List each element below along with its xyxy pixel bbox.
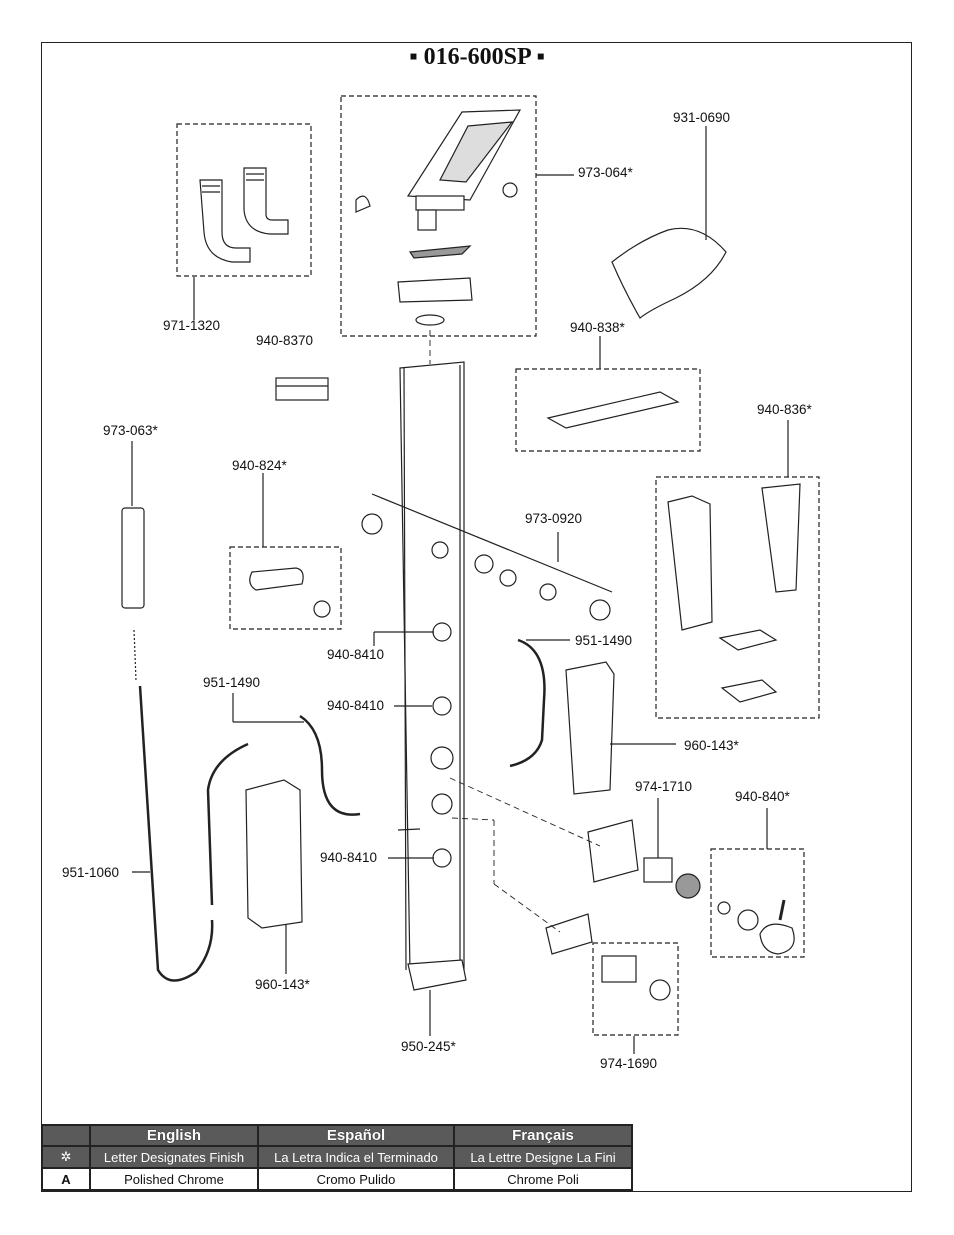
body-jet-3 bbox=[432, 848, 452, 868]
legend-header-row: English Español Français bbox=[41, 1124, 633, 1147]
label-940-824: 940-824* bbox=[232, 458, 287, 473]
legend-finish-row: A Polished Chrome Cromo Pulido Chrome Po… bbox=[41, 1167, 633, 1191]
legend-note-row: ✲ Letter Designates Finish La Letra Indi… bbox=[41, 1145, 633, 1169]
cover-left bbox=[245, 779, 303, 929]
label-940-840: 940-840* bbox=[735, 789, 790, 804]
finish-legend-table: English Español Français ✲ Letter Design… bbox=[41, 1124, 633, 1191]
label-940-836: 940-836* bbox=[757, 402, 812, 417]
body-jet-2 bbox=[432, 696, 452, 716]
valve-port-2 bbox=[431, 793, 453, 815]
box-974-1690 bbox=[592, 942, 679, 1036]
label-971-1320: 971-1320 bbox=[163, 318, 221, 333]
label-940-8410-b: 940-8410 bbox=[327, 698, 385, 713]
side-bracket-right bbox=[761, 483, 801, 593]
legend-header-french: Français bbox=[453, 1124, 633, 1147]
label-960-143-left: 960-143* bbox=[255, 977, 310, 992]
shower-column-panel bbox=[397, 361, 465, 973]
label-940-838: 940-838* bbox=[570, 320, 625, 335]
label-974-1690: 974-1690 bbox=[600, 1056, 658, 1071]
clip-upper bbox=[718, 629, 778, 651]
legend-note-symbol: ✲ bbox=[41, 1145, 91, 1169]
legend-note-spanish: La Letra Indica el Terminado bbox=[257, 1145, 455, 1169]
side-bracket-left bbox=[667, 495, 713, 631]
label-940-8370: 940-8370 bbox=[256, 333, 314, 348]
bracket-940-8370 bbox=[275, 377, 329, 401]
label-950-245: 950-245* bbox=[401, 1039, 456, 1054]
legend-finish-code: A bbox=[41, 1167, 91, 1191]
mounting-plate-940-838 bbox=[546, 391, 680, 429]
label-973-064: 973-064* bbox=[578, 165, 633, 180]
legend-header-blank bbox=[41, 1124, 91, 1147]
thermostatic-cartridge bbox=[601, 955, 637, 983]
escutcheon-974-1710 bbox=[587, 819, 639, 883]
legend-header-spanish: Español bbox=[257, 1124, 455, 1147]
bottom-cap bbox=[407, 959, 467, 991]
screw-kit-card bbox=[611, 227, 727, 319]
hand-shower bbox=[121, 507, 249, 982]
hand-shower-holder bbox=[249, 567, 304, 591]
legend-note-english: Letter Designates Finish bbox=[89, 1145, 259, 1169]
box-971-1320 bbox=[176, 123, 312, 277]
box-940-838 bbox=[515, 368, 701, 452]
box-940-840 bbox=[710, 848, 805, 958]
legend-finish-spanish: Cromo Pulido bbox=[257, 1167, 455, 1191]
legend-finish-english: Polished Chrome bbox=[89, 1167, 259, 1191]
label-940-8410-a: 940-8410 bbox=[327, 647, 385, 662]
box-973-064 bbox=[340, 95, 537, 337]
page-title: ▪ 016-600SP ▪ bbox=[409, 44, 545, 70]
cartridge-974-1710 bbox=[643, 857, 701, 899]
hose-right bbox=[509, 638, 546, 768]
box-940-836 bbox=[655, 476, 820, 719]
label-940-8410-c: 940-8410 bbox=[320, 850, 378, 865]
drawing-frame bbox=[41, 42, 912, 1192]
box-940-824 bbox=[229, 546, 342, 630]
label-960-143-right: 960-143* bbox=[684, 738, 739, 753]
lever-handle bbox=[759, 923, 795, 955]
legend-header-english: English bbox=[89, 1124, 259, 1147]
label-951-1490-left: 951-1490 bbox=[203, 675, 261, 690]
label-973-063: 973-063* bbox=[103, 423, 158, 438]
label-951-1490-right: 951-1490 bbox=[575, 633, 633, 648]
label-931-0690: 931-0690 bbox=[673, 110, 731, 125]
legend-finish-french: Chrome Poli bbox=[453, 1167, 633, 1191]
label-973-0920: 973-0920 bbox=[525, 511, 583, 526]
cover-right bbox=[565, 661, 615, 795]
label-951-1060: 951-1060 bbox=[62, 865, 120, 880]
legend-note-french: La Lettre Designe La Fini bbox=[453, 1145, 633, 1169]
elbow-fittings bbox=[199, 167, 289, 263]
body-jet-1 bbox=[432, 622, 452, 642]
label-974-1710: 974-1710 bbox=[635, 779, 693, 794]
escutcheon-974-1690 bbox=[545, 913, 593, 955]
valve-port-1 bbox=[430, 746, 454, 770]
hose-left bbox=[299, 714, 361, 816]
clip-lower bbox=[720, 679, 778, 703]
rain-shower-head bbox=[355, 109, 522, 326]
